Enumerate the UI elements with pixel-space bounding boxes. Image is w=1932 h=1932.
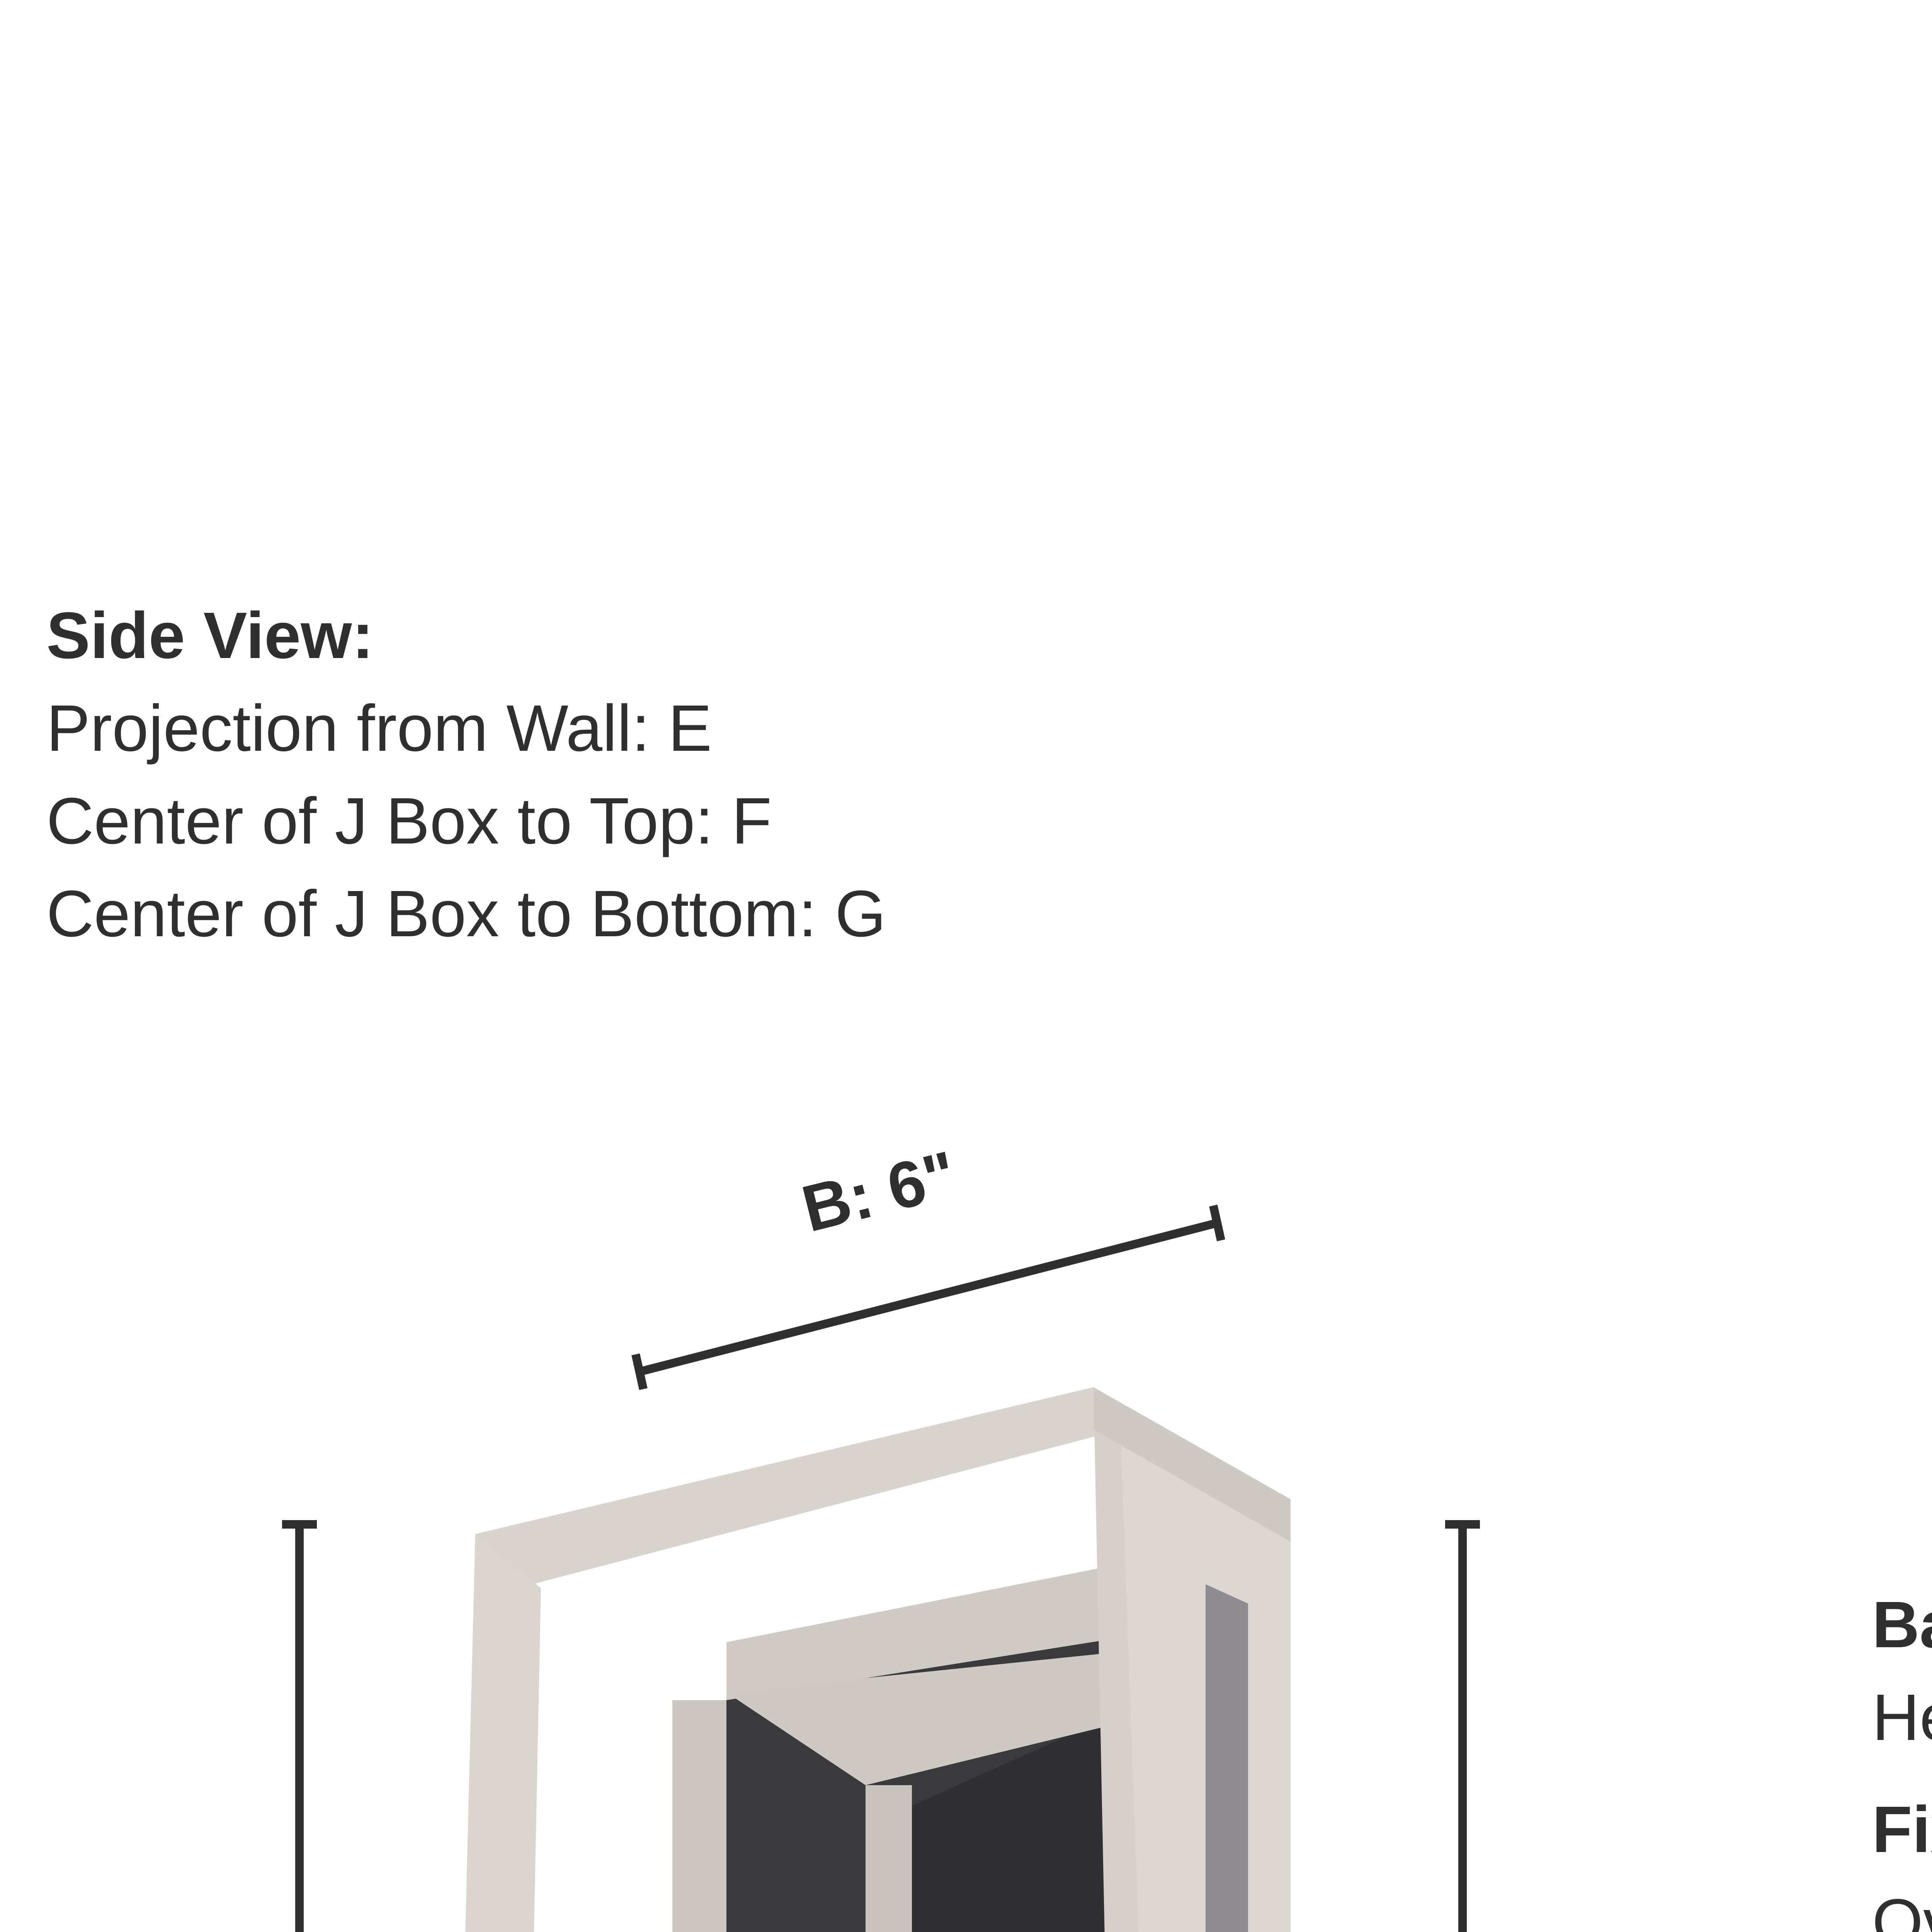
dimension-lines	[282, 1204, 1480, 1932]
jbox-to-bottom-text: Center of J Box to Bottom: G	[46, 877, 886, 951]
fixture-overall-height-text: Overall Height: C	[1872, 1886, 1932, 1932]
backplate-values: Height: A Width: B	[1872, 1685, 1932, 1750]
projection-from-wall-text: Projection from Wall: E	[46, 692, 712, 765]
side-view-heading: Side View:	[46, 599, 374, 672]
fixture-heading: Fixture:	[1872, 1793, 1932, 1866]
backplate-height-text: Height: A	[1872, 1681, 1932, 1754]
backplate-fixture-legend: Backplate: Height: A Width: B Fixture: O…	[1872, 1592, 1932, 1932]
jbox-to-top-text: Center of J Box to Top: F	[46, 784, 772, 858]
side-view-legend: Side View: Projection from Wall: E Cente…	[46, 603, 886, 947]
backplate-heading: Backplate:	[1872, 1588, 1932, 1662]
fixture-values: Overall Height: C Overall Width: D	[1872, 1889, 1932, 1932]
angled-fixture-drawing	[465, 1387, 1291, 1932]
